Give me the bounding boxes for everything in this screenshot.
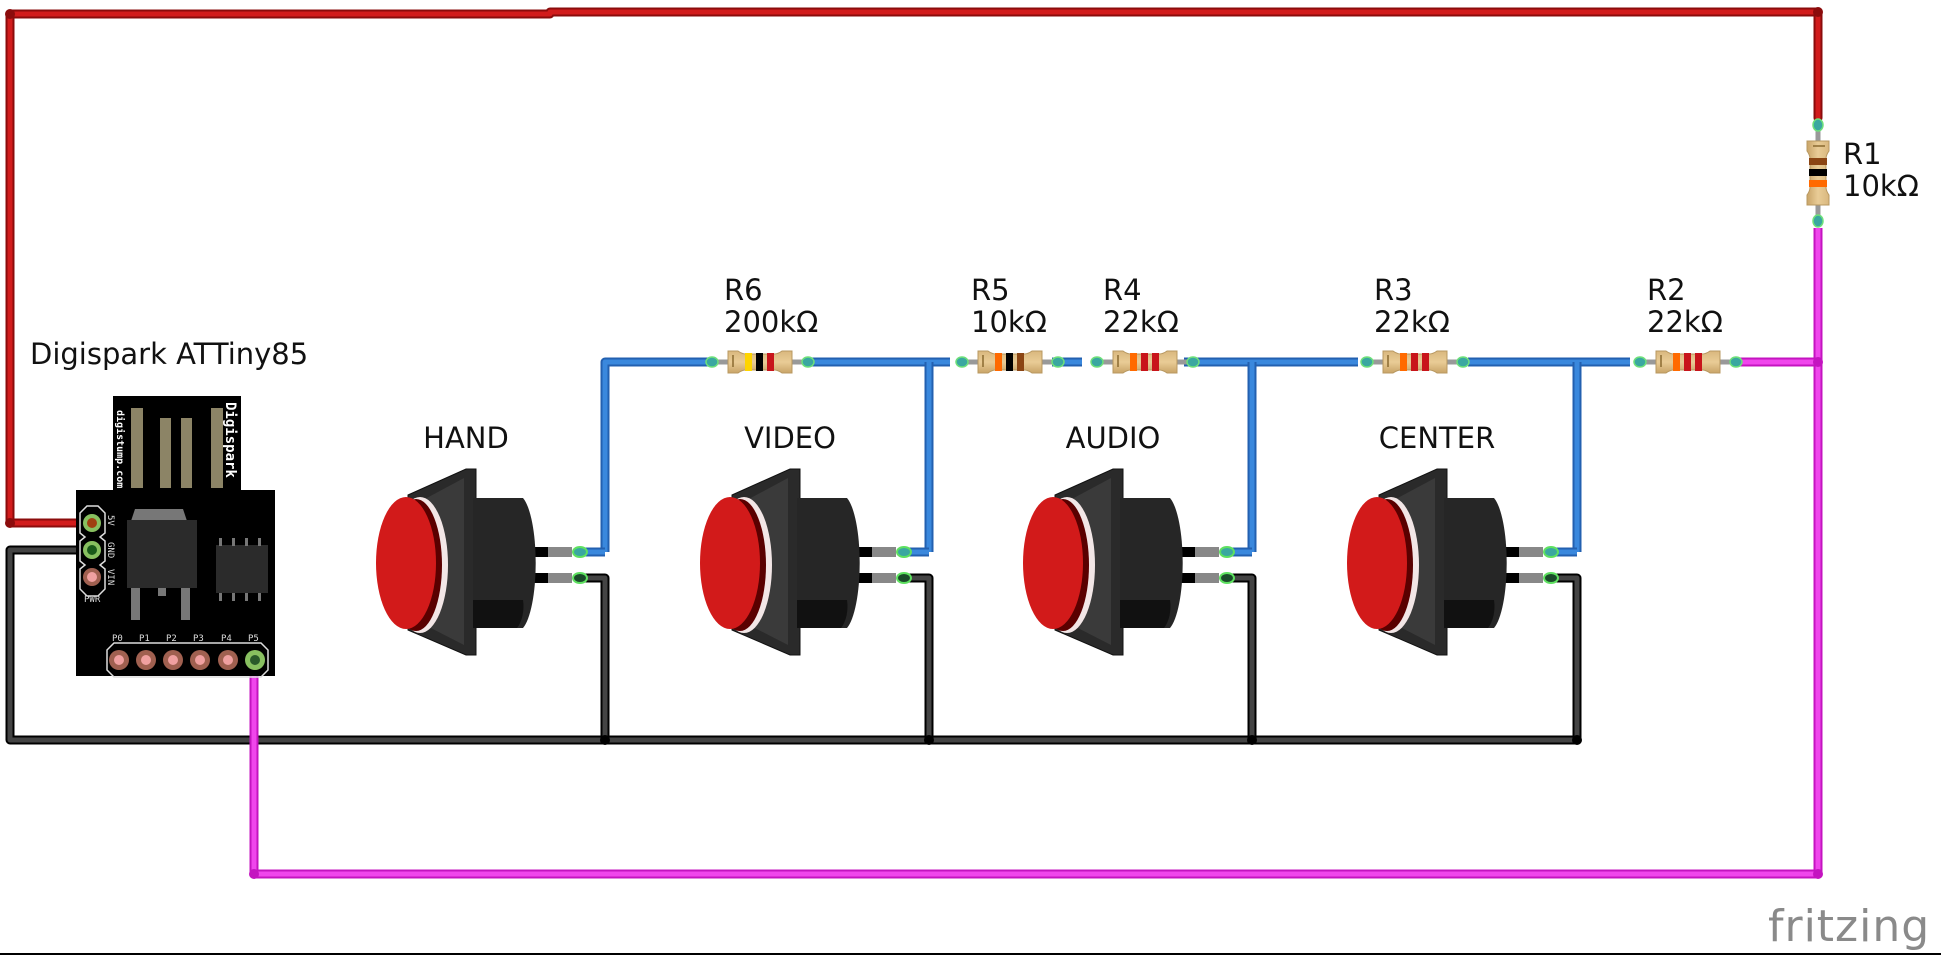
resistor-band [1422, 353, 1429, 371]
pin-p3[interactable] [190, 650, 210, 670]
resistor-value-label: 200kΩ [724, 305, 818, 339]
wire-vcc[interactable] [5, 7, 1823, 528]
button-label: CENTER [1379, 421, 1495, 455]
resistor-r4[interactable] [1090, 350, 1200, 374]
resistor-band [1809, 169, 1827, 176]
resistor-band [1152, 353, 1159, 371]
pin-p5[interactable] [245, 650, 265, 670]
resistor-ref-label: R2 [1647, 273, 1686, 307]
resistor-r6[interactable] [705, 350, 815, 374]
resistor-r1[interactable] [1806, 118, 1830, 228]
pin-p2[interactable] [163, 650, 183, 670]
resistor-value-label: 22kΩ [1103, 305, 1179, 339]
resistor-value-label: 22kΩ [1647, 305, 1723, 339]
resistor-band [745, 353, 752, 371]
resistor-band [1411, 353, 1418, 371]
pin-p0[interactable] [109, 650, 129, 670]
pin-label: P4 [221, 634, 232, 644]
pushbutton-center[interactable]: CENTER [1347, 0, 1559, 656]
usb-brand-text: Digispark [222, 402, 238, 478]
resistor-band [1006, 353, 1013, 371]
resistor-band [1684, 353, 1691, 371]
resistor-value-label: 10kΩ [971, 305, 1047, 339]
pin-label: P5 [248, 634, 259, 644]
board-label: Digispark ATTiny85 [30, 337, 308, 371]
button-label: HAND [423, 421, 509, 455]
gnd-drop-wire[interactable] [575, 573, 610, 745]
usb-side-text: digistump.com [114, 410, 126, 488]
resistor-ref-label: R1 [1843, 137, 1882, 171]
pin-label: P0 [112, 634, 123, 644]
wire-analog[interactable] [249, 228, 1823, 879]
resistor-ref-label: R5 [971, 273, 1010, 307]
resistor-band [767, 353, 774, 371]
resistor-r2[interactable] [1633, 350, 1743, 374]
pin-label: VIN [105, 569, 115, 585]
pushbutton-hand[interactable]: HAND [376, 0, 588, 656]
button-label: VIDEO [744, 421, 836, 455]
pin-label: P1 [139, 634, 150, 644]
resistor-band [756, 353, 763, 371]
resistor-band [1809, 180, 1827, 187]
gnd-drop-wire[interactable] [1547, 573, 1582, 745]
resistor-r3[interactable] [1360, 350, 1470, 374]
pin-label: P3 [193, 634, 204, 644]
resistor-band [1400, 353, 1407, 371]
resistor-band [1809, 158, 1827, 165]
pin-label: P2 [166, 634, 177, 644]
pin-5v[interactable] [83, 514, 101, 532]
resistor-value-label: 22kΩ [1374, 305, 1450, 339]
wire-signal[interactable] [575, 357, 1630, 557]
resistor-band [1695, 353, 1702, 371]
resistor-band [1017, 353, 1024, 371]
pin-p1[interactable] [136, 650, 156, 670]
attiny85-chip [216, 538, 268, 601]
resistor-r5[interactable] [955, 350, 1065, 374]
resistor-band [1141, 353, 1148, 371]
gnd-drop-wire[interactable] [1222, 573, 1257, 745]
pin-label: GND [105, 542, 115, 558]
resistor-band [1673, 353, 1680, 371]
resistor-ref-label: R3 [1374, 273, 1413, 307]
wire-gnd[interactable] [5, 545, 1582, 745]
pushbutton-video[interactable]: VIDEO [700, 0, 912, 656]
pin-p4[interactable] [218, 650, 238, 670]
digispark-board[interactable]: Digispark ATTiny85 digistump.com Digispa… [30, 337, 308, 678]
pin-vin[interactable] [83, 568, 101, 586]
pin-gnd[interactable] [83, 541, 101, 559]
gnd-drop-wire[interactable] [899, 573, 934, 745]
resistor-ref-label: R4 [1103, 273, 1142, 307]
resistor-ref-label: R6 [724, 273, 763, 307]
fritzing-logo: fritzing [1768, 901, 1930, 952]
resistor-value-label: 10kΩ [1843, 169, 1919, 203]
button-label: AUDIO [1066, 421, 1161, 455]
pushbutton-audio[interactable]: AUDIO [1023, 0, 1235, 656]
pin-label: 5V [105, 515, 115, 526]
resistor-band [995, 353, 1002, 371]
resistor-band [1130, 353, 1137, 371]
pwr-label: PWR [84, 595, 101, 605]
